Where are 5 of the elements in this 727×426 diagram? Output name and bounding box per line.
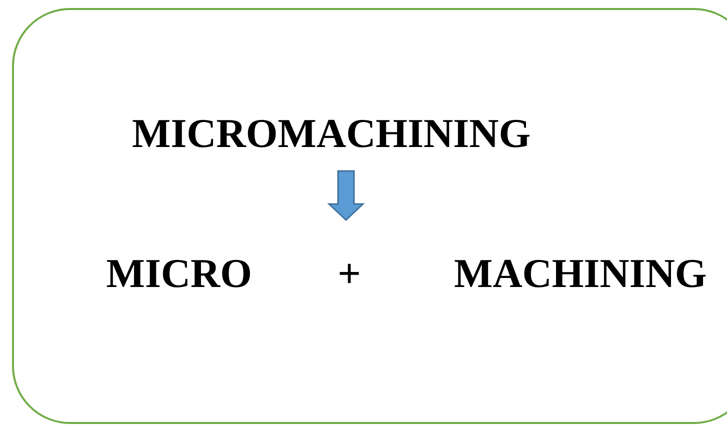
plus-sign: + — [338, 252, 362, 294]
heading-text: MICROMACHINING — [132, 112, 531, 154]
block-arrow — [327, 170, 365, 222]
heading-text: MICRO — [106, 252, 252, 294]
heading-text: MACHINING — [454, 252, 707, 294]
